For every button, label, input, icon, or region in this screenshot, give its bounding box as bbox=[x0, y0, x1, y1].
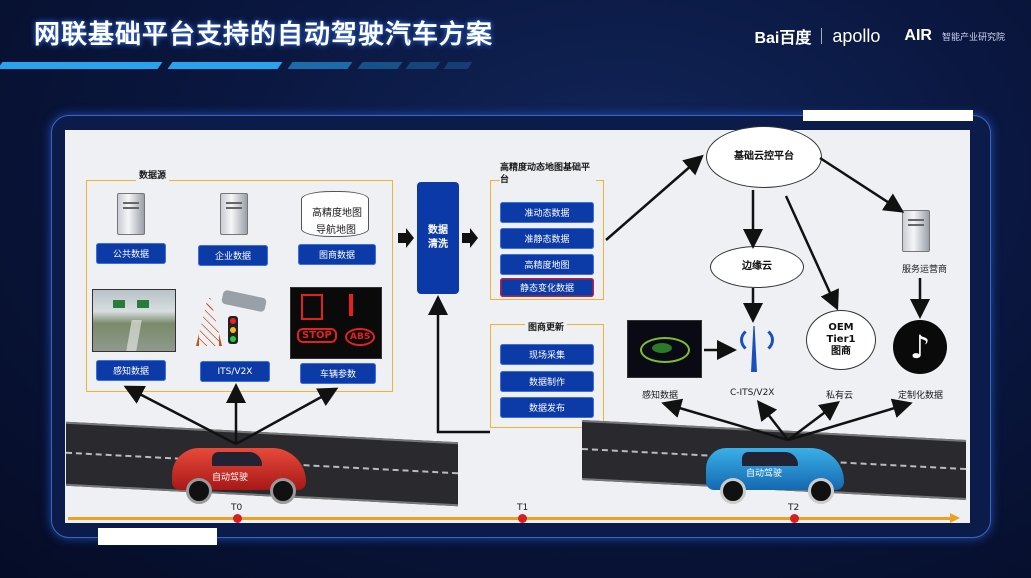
right-label-perception: 感知数据 bbox=[642, 391, 679, 401]
source-perception-data: 感知数据 bbox=[96, 360, 166, 381]
source-map-vendor-data: 图商数据 bbox=[298, 244, 376, 265]
service-operator-server-icon bbox=[902, 210, 930, 252]
source-enterprise-data: 企业数据 bbox=[198, 245, 268, 266]
edge-cloud-label: 边缘云 bbox=[742, 261, 772, 272]
hd-item-quasi-static: 准静态数据 bbox=[500, 228, 594, 249]
public-data-server-icon bbox=[117, 193, 145, 235]
music-note-icon: ♪ bbox=[893, 320, 947, 374]
blue-car-label: 自动驾驶 bbox=[746, 469, 783, 479]
fuel-icon bbox=[301, 294, 323, 320]
map-update-title: 图商更新 bbox=[525, 320, 568, 333]
timeline-label-t2: T2 bbox=[788, 503, 800, 513]
white-mask-bottom bbox=[98, 528, 217, 545]
data-source-title: 数据源 bbox=[136, 168, 170, 181]
hd-item-hd-map: 高精度地图 bbox=[500, 254, 594, 275]
timeline-dot-t2 bbox=[790, 514, 799, 523]
data-wash-label: 数据清洗 bbox=[428, 225, 448, 250]
logo-divider bbox=[821, 28, 823, 44]
map-database-icon: 高精度地图 导航地图 bbox=[301, 191, 369, 237]
enterprise-data-server-icon bbox=[220, 193, 248, 235]
traffic-light-icon bbox=[228, 316, 238, 344]
map-cylinder-text-1: 高精度地图 bbox=[312, 208, 362, 219]
antenna-icon bbox=[734, 322, 774, 374]
stop-warning-icon: STOP bbox=[297, 328, 337, 343]
source-its-v2x: ITS/V2X bbox=[200, 361, 270, 382]
timeline-dot-t1 bbox=[518, 514, 527, 523]
abs-warning-icon: ABS bbox=[345, 328, 376, 346]
blue-car: 自动驾驶 bbox=[706, 448, 844, 504]
timeline-label-t0: T0 bbox=[231, 503, 243, 513]
hd-item-static-change: 静态变化数据 bbox=[500, 278, 594, 297]
data-wash-block: 数据清洗 bbox=[417, 182, 459, 294]
timeline-arrowhead bbox=[950, 513, 960, 523]
logo-group: Bai百度 apollo AIR 智能产业研究院 bbox=[754, 24, 1005, 48]
apollo-logo: apollo bbox=[832, 25, 881, 46]
timeline-label-t1: T1 bbox=[517, 503, 529, 513]
point-cloud-image bbox=[627, 320, 702, 378]
air-logo-subtitle: 智能产业研究院 bbox=[941, 31, 1005, 42]
temperature-icon bbox=[349, 294, 353, 316]
road-camera-image bbox=[92, 289, 176, 352]
edge-cloud: 边缘云 bbox=[710, 246, 804, 288]
service-operator-label: 服务运营商 bbox=[902, 265, 948, 275]
update-item-data-production: 数据制作 bbox=[500, 371, 594, 392]
slide-title: 网联基础平台支持的自动驾驶汽车方案 bbox=[34, 20, 494, 50]
hd-platform-title: 高精度动态地图基础平台 bbox=[500, 162, 596, 186]
dashboard-warning-image: STOP ABS bbox=[290, 287, 382, 359]
source-public-data: 公共数据 bbox=[96, 243, 166, 264]
timeline-dot-t0 bbox=[233, 514, 242, 523]
cloud-platform-label: 基础云控平台 bbox=[734, 151, 794, 162]
private-cloud-text: OEM Tier1 图商 bbox=[826, 322, 856, 357]
air-logo: AIR bbox=[904, 27, 932, 44]
right-label-private-cloud: 私有云 bbox=[826, 391, 854, 401]
white-mask-top bbox=[803, 110, 973, 121]
update-item-field-collection: 现场采集 bbox=[500, 344, 594, 365]
cloud-platform: 基础云控平台 bbox=[706, 126, 822, 188]
update-item-data-release: 数据发布 bbox=[500, 397, 594, 418]
private-cloud: OEM Tier1 图商 bbox=[806, 310, 876, 370]
red-car-label: 自动驾驶 bbox=[212, 473, 249, 483]
timeline-line bbox=[68, 517, 952, 520]
right-label-custom-data: 定制化数据 bbox=[898, 391, 944, 401]
map-cylinder-text-2: 导航地图 bbox=[316, 225, 356, 236]
red-car: 自动驾驶 bbox=[172, 448, 306, 504]
baidu-logo: Bai百度 bbox=[754, 30, 812, 47]
hd-item-quasi-dynamic: 准动态数据 bbox=[500, 202, 594, 223]
right-label-c-its: C-ITS/V2X bbox=[730, 388, 775, 398]
source-vehicle-params: 车辆参数 bbox=[300, 363, 376, 384]
